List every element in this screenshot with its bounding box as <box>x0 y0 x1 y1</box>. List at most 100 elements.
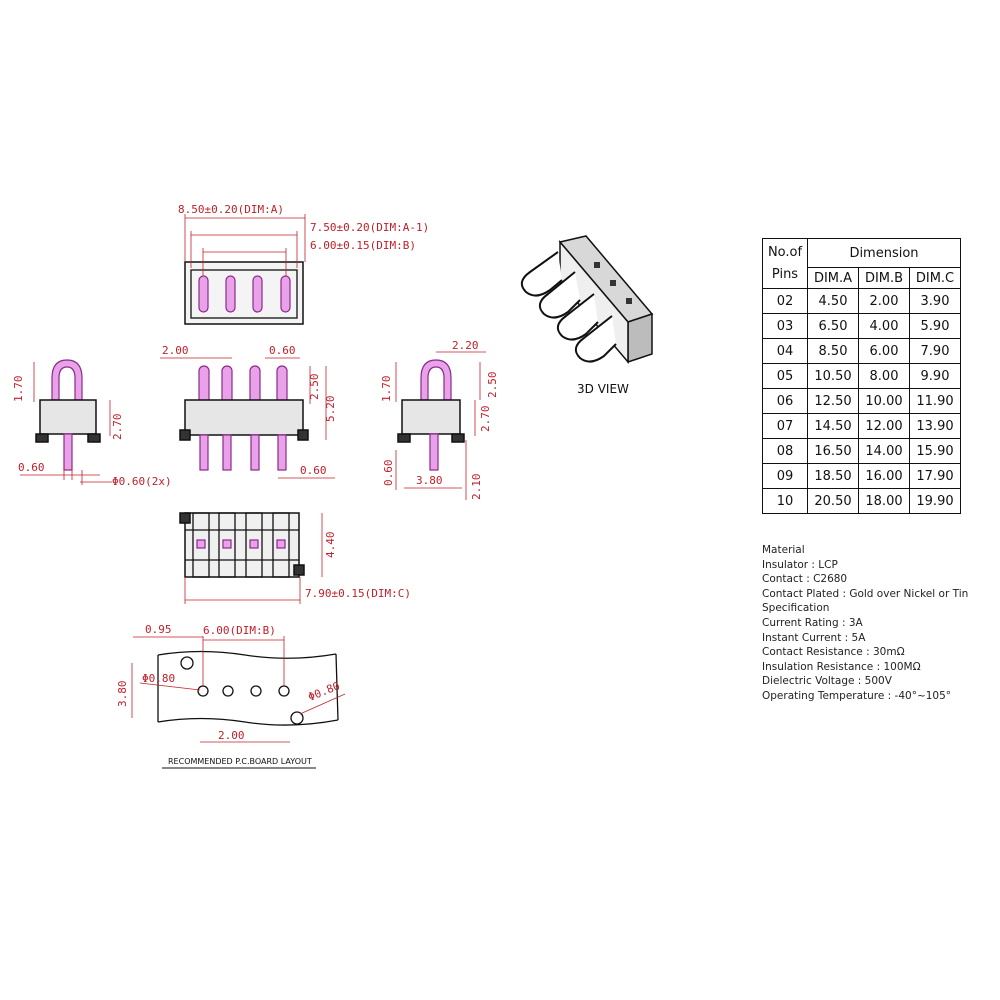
right-view-housing <box>401 399 461 435</box>
pcb-layout: 0.95 6.00(DIM:B) Φ0.80 Φ0.80 3.80 2.00 R… <box>116 623 346 769</box>
pcb-hole2-leader <box>299 693 346 715</box>
left-view-housing <box>39 399 97 435</box>
table-head-dim-a: DIM.A <box>807 267 859 289</box>
pcb-board-right-edge <box>335 653 339 721</box>
spec-line: Current Rating : 3A <box>762 616 863 629</box>
front-view-foot-right <box>297 429 309 441</box>
table-cell-dim: 2.00 <box>858 288 910 314</box>
right-side-view: 2.20 1.70 2.50 2.70 0.60 3.80 2.10 <box>380 339 499 500</box>
front-view-tail-3 <box>250 434 260 471</box>
bottom-view: 4.40 7.90±0.15(DIM:C) <box>179 512 411 604</box>
left-view-foot-right <box>87 433 101 443</box>
table-cell-pins: 03 <box>762 313 808 339</box>
bottom-view-slot-2 <box>218 512 236 578</box>
three-d-contact-3 <box>556 293 599 341</box>
bottom-h-label: 4.40 <box>324 532 337 559</box>
spec-line: Specification <box>762 602 830 615</box>
top-view-pin-3 <box>252 275 263 313</box>
table-cell-dim: 16.50 <box>807 438 859 464</box>
three-d-slot-3 <box>626 298 632 304</box>
three-d-contact-4 <box>574 315 617 363</box>
pcb-hole-mount-1 <box>180 656 194 670</box>
front-view-foot-left <box>179 429 191 441</box>
bottom-view-pad-2 <box>222 539 232 549</box>
table-cell-dim: 12.50 <box>807 388 859 414</box>
front-view-tail-4 <box>277 434 287 471</box>
right-view-tail <box>429 433 439 471</box>
bottom-view-pad-4 <box>276 539 286 549</box>
bottom-view-slot-3 <box>245 512 263 578</box>
left-bottom-label: 0.60 <box>18 461 45 474</box>
front-view-pin-top-3 <box>249 365 261 405</box>
right-tail-label: 2.10 <box>470 474 483 501</box>
table-cell-dim: 17.90 <box>909 463 961 489</box>
three-d-slot-1 <box>594 262 600 268</box>
pin-dia-label: Φ0.60(2x) <box>112 475 172 488</box>
three-d-view-label: 3D VIEW <box>577 382 629 396</box>
pcb-height-label: 3.80 <box>116 681 129 708</box>
pcb-caption: RECOMMENDED P.C.BOARD LAYOUT <box>168 757 312 766</box>
table-cell-dim: 15.90 <box>909 438 961 464</box>
table-cell-dim: 4.50 <box>807 288 859 314</box>
right-view-foot-left <box>397 433 411 443</box>
table-cell-dim: 18.00 <box>858 488 910 514</box>
spec-line: Instant Current : 5A <box>762 631 866 644</box>
table-cell-dim: 18.50 <box>807 463 859 489</box>
right-h1-label: 2.50 <box>486 372 499 399</box>
pcb-hole1-leader <box>139 682 201 691</box>
front-view-pin-top-2 <box>221 365 233 405</box>
pcb-dim-b-label: 6.00(DIM:B) <box>203 624 276 637</box>
pcb-offset-label: 0.95 <box>145 623 172 636</box>
table-cell-dim: 10.00 <box>858 388 910 414</box>
top-view-pin-2 <box>225 275 236 313</box>
pcb-board-bottom-edge <box>157 717 339 726</box>
table-cell-dim: 20.50 <box>807 488 859 514</box>
table-cell-dim: 10.50 <box>807 363 859 389</box>
pcb-hole-pin-4 <box>278 685 290 697</box>
table-head-dimension: Dimension <box>807 238 961 268</box>
table-head-pins-line2: Pins <box>771 266 799 282</box>
front-pitch-label: 2.00 <box>162 344 189 357</box>
front-view: 2.00 0.60 2.50 5.20 0.60 <box>160 344 337 479</box>
spec-line: Contact : C2680 <box>762 573 848 586</box>
front-view-tail-1 <box>199 434 209 471</box>
pcb-pitch-label: 2.00 <box>218 729 245 742</box>
left-view-contact-loop <box>51 359 83 401</box>
bottom-view-pad-1 <box>196 539 206 549</box>
left-view-tail <box>63 433 73 471</box>
dimension-table: No.of Pins Dimension DIM.A DIM.B DIM.C 0… <box>762 238 961 514</box>
pcb-hole1-label: Φ0.80 <box>142 672 175 685</box>
table-cell-pins: 07 <box>762 413 808 439</box>
top-view: 8.50±0.20(DIM:A) 7.50±0.20(DIM:A-1) 6.00… <box>178 203 429 325</box>
front-h2-label: 5.20 <box>324 396 337 423</box>
left-side-view: 1.70 2.70 0.60 Φ0.60(2x) <box>12 359 172 488</box>
left-view-foot-left <box>35 433 49 443</box>
bottom-view-pad-3 <box>249 539 259 549</box>
bottom-view-slot-4 <box>272 512 290 578</box>
top-view-cavity <box>190 269 298 319</box>
spec-line: Insulation Resistance : 100MΩ <box>762 660 921 673</box>
front-h1-label: 2.50 <box>308 374 321 401</box>
table-cell-dim: 14.50 <box>807 413 859 439</box>
table-cell-dim: 13.90 <box>909 413 961 439</box>
front-edge-label: 0.60 <box>269 344 296 357</box>
table-cell-dim: 8.50 <box>807 338 859 364</box>
three-d-contact-2 <box>538 271 581 319</box>
front-view-tail-2 <box>222 434 232 471</box>
table-head-pins: No.of Pins <box>762 238 808 289</box>
bottom-view-slot-1 <box>192 512 210 578</box>
table-cell-dim: 4.00 <box>858 313 910 339</box>
table-head-pins-line1: No.of <box>767 244 803 260</box>
bottom-view-notch-tl <box>179 512 191 524</box>
table-cell-dim: 9.90 <box>909 363 961 389</box>
front-bottom-label: 0.60 <box>300 464 327 477</box>
bottom-view-notch-br <box>293 564 305 576</box>
three-d-view: 3D VIEW <box>520 235 654 396</box>
